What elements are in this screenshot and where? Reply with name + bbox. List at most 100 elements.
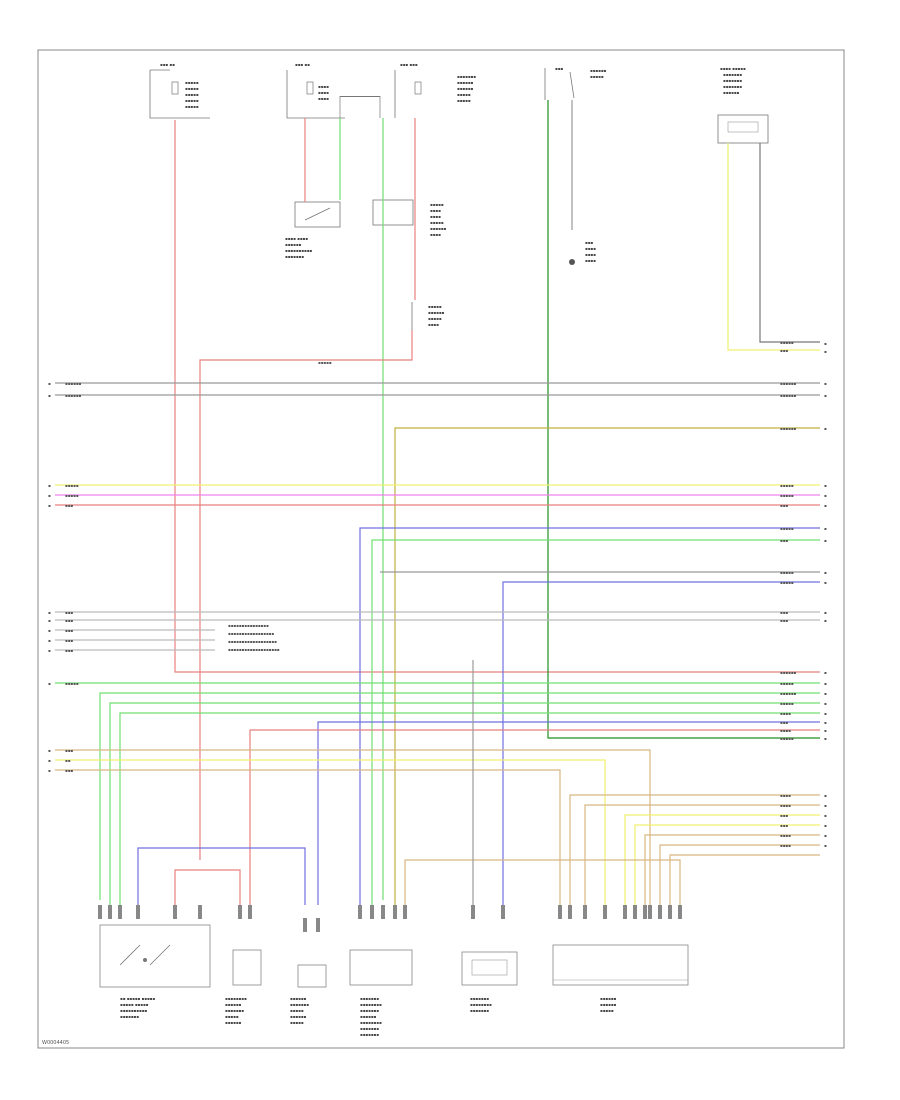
svg-text:▪▪▪▪▪▪▪▪: ▪▪▪▪▪▪▪▪ [360, 1002, 382, 1007]
switch-icon: ▪▪▪▪ ▪▪▪▪ ▪▪▪▪▪▪ ▪▪▪▪▪▪▪▪▪▪ ▪▪▪▪▪▪▪ [285, 201, 341, 259]
svg-text:▪: ▪ [48, 681, 51, 686]
svg-text:▪: ▪ [824, 813, 827, 818]
svg-text:▪▪▪▪▪: ▪▪▪▪▪ [290, 1020, 304, 1025]
svg-text:▪▪▪▪▪: ▪▪▪▪▪ [780, 493, 794, 498]
svg-text:▪▪▪▪▪▪▪▪: ▪▪▪▪▪▪▪▪ [360, 1020, 382, 1025]
svg-text:▪▪▪▪▪: ▪▪▪▪▪ [185, 92, 199, 97]
meter-icon: ▪▪▪▪ ▪▪▪▪▪ ▪▪▪▪▪▪▪ ▪▪▪▪▪▪▪ ▪▪▪▪▪▪▪ ▪▪▪▪▪… [717, 66, 769, 144]
svg-text:▪▪▪▪▪▪: ▪▪▪▪▪▪ [590, 68, 607, 73]
relay-icon: ▪▪▪▪▪ ▪▪▪▪ ▪▪▪▪ ▪▪▪▪▪ ▪▪▪▪▪▪ ▪▪▪▪ [372, 199, 447, 237]
svg-text:▪▪▪▪▪: ▪▪▪▪▪ [65, 681, 79, 686]
svg-text:▪: ▪ [48, 768, 51, 773]
svg-text:▪▪▪▪▪: ▪▪▪▪▪ [780, 483, 794, 488]
svg-text:▪▪▪▪▪▪: ▪▪▪▪▪▪ [290, 996, 307, 1001]
svg-text:▪▪▪▪▪: ▪▪▪▪▪ [780, 340, 794, 345]
diagram-code: W0004405 [42, 1040, 70, 1046]
svg-text:▪▪▪▪▪▪: ▪▪▪▪▪▪ [430, 226, 447, 231]
svg-text:▪▪▪▪: ▪▪▪▪ [585, 258, 596, 263]
svg-text:▪▪▪▪▪▪▪▪: ▪▪▪▪▪▪▪▪ [470, 1002, 492, 1007]
svg-text:▪▪▪: ▪▪▪ [780, 538, 788, 543]
svg-text:▪: ▪ [48, 381, 51, 386]
svg-text:▪▪▪▪▪: ▪▪▪▪▪ [185, 98, 199, 103]
diagram-frame [37, 49, 845, 1049]
svg-text:▪▪▪: ▪▪▪ [65, 610, 73, 615]
wire-set [174, 100, 820, 900]
svg-text:▪: ▪ [824, 526, 827, 531]
svg-text:▪▪▪▪▪: ▪▪▪▪▪ [65, 483, 79, 488]
svg-text:▪▪▪: ▪▪▪ [585, 240, 593, 245]
svg-text:▪▪▪▪▪▪▪▪▪▪▪▪▪▪▪: ▪▪▪▪▪▪▪▪▪▪▪▪▪▪▪ [228, 623, 269, 628]
svg-text:▪▪▪▪: ▪▪▪▪ [780, 843, 791, 848]
svg-text:▪: ▪ [824, 503, 827, 508]
svg-text:▪: ▪ [48, 493, 51, 498]
svg-text:▪▪▪▪: ▪▪▪▪ [780, 728, 791, 733]
svg-text:▪: ▪ [48, 748, 51, 753]
fuse-box-icon: ▪▪▪ ▪▪▪ ▪▪▪▪▪▪▪ ▪▪▪▪▪▪ ▪▪▪▪▪▪ ▪▪▪▪▪ ▪▪▪▪… [339, 62, 476, 118]
svg-text:▪▪▪▪▪▪: ▪▪▪▪▪▪ [723, 90, 740, 95]
fuse-box-icon: ▪▪▪ ▪▪ ▪▪▪▪▪ ▪▪▪▪▪ ▪▪▪▪▪ ▪▪▪▪▪ ▪▪▪▪▪ [149, 62, 210, 119]
svg-text:▪: ▪ [824, 426, 827, 431]
svg-text:▪▪▪▪▪▪▪: ▪▪▪▪▪▪▪ [285, 254, 304, 259]
svg-text:▪▪▪▪: ▪▪▪▪ [780, 803, 791, 808]
svg-text:▪▪▪▪▪▪▪: ▪▪▪▪▪▪▪ [120, 1014, 139, 1019]
svg-text:▪▪▪: ▪▪▪ [65, 503, 73, 508]
svg-text:▪▪▪▪▪▪: ▪▪▪▪▪▪ [290, 1014, 307, 1019]
svg-text:▪▪▪▪: ▪▪▪▪ [318, 84, 329, 89]
switch-icon: ▪▪▪ ▪▪▪▪▪▪ ▪▪▪▪▪ [544, 66, 607, 100]
svg-text:▪: ▪ [48, 648, 51, 653]
svg-text:▪▪▪ ▪▪: ▪▪▪ ▪▪ [160, 62, 175, 67]
svg-text:▪▪▪▪▪▪▪▪▪▪: ▪▪▪▪▪▪▪▪▪▪ [120, 1008, 147, 1013]
svg-text:▪▪▪▪: ▪▪▪▪ [780, 793, 791, 798]
svg-text:▪▪▪▪: ▪▪▪▪ [585, 246, 596, 251]
svg-text:▪: ▪ [824, 681, 827, 686]
svg-text:▪▪▪▪▪ ▪▪▪▪▪: ▪▪▪▪▪ ▪▪▪▪▪ [120, 1002, 149, 1007]
svg-text:▪▪▪▪: ▪▪▪▪ [430, 208, 441, 213]
svg-text:▪: ▪ [48, 628, 51, 633]
svg-text:▪▪▪▪▪▪: ▪▪▪▪▪▪ [225, 1002, 242, 1007]
svg-text:▪▪▪: ▪▪▪ [780, 503, 788, 508]
sensor-icon: ▪▪▪▪▪▪ ▪▪▪▪▪▪▪ ▪▪▪▪▪ ▪▪▪▪▪▪ ▪▪▪▪▪ [290, 964, 327, 1025]
svg-text:▪: ▪ [48, 610, 51, 615]
svg-text:▪▪▪▪▪▪: ▪▪▪▪▪▪ [65, 381, 82, 386]
switch-icon: ▪▪▪▪▪ ▪▪▪▪▪▪ ▪▪▪▪▪ ▪▪▪▪ [411, 302, 445, 330]
svg-text:▪: ▪ [824, 610, 827, 615]
svg-text:▪▪▪▪▪▪: ▪▪▪▪▪▪ [780, 426, 797, 431]
svg-text:▪: ▪ [824, 580, 827, 585]
svg-text:▪▪▪▪: ▪▪▪▪ [318, 96, 329, 101]
svg-text:▪▪▪▪▪: ▪▪▪▪▪ [318, 360, 332, 365]
svg-text:▪: ▪ [824, 793, 827, 798]
svg-text:▪▪▪▪▪: ▪▪▪▪▪ [185, 86, 199, 91]
svg-text:▪▪▪▪▪▪: ▪▪▪▪▪▪ [780, 691, 797, 696]
svg-text:▪▪▪▪▪: ▪▪▪▪▪ [780, 580, 794, 585]
sensor-icon: ▪▪▪▪▪▪▪ ▪▪▪▪▪▪▪▪ ▪▪▪▪▪▪▪ [461, 951, 518, 1013]
svg-text:▪: ▪ [824, 341, 827, 346]
svg-text:▪▪▪: ▪▪▪ [780, 618, 788, 623]
module-icon: ▪▪▪▪▪▪▪ ▪▪▪▪▪▪▪▪ ▪▪▪▪▪▪▪ ▪▪▪▪▪▪ ▪▪▪▪▪▪▪▪… [349, 949, 413, 1037]
svg-text:▪▪▪▪▪: ▪▪▪▪▪ [185, 104, 199, 109]
switch-icon: ▪▪ ▪▪▪▪▪ ▪▪▪▪▪ ▪▪▪▪▪ ▪▪▪▪▪ ▪▪▪▪▪▪▪▪▪▪ ▪▪… [99, 924, 211, 1019]
svg-text:▪: ▪ [48, 758, 51, 763]
svg-text:▪▪▪▪▪: ▪▪▪▪▪ [290, 1008, 304, 1013]
svg-text:▪▪▪▪▪▪: ▪▪▪▪▪▪ [780, 381, 797, 386]
svg-text:▪▪▪: ▪▪▪ [65, 748, 73, 753]
svg-text:▪▪▪: ▪▪▪ [780, 348, 788, 353]
svg-text:▪▪▪▪: ▪▪▪▪ [428, 322, 439, 327]
svg-text:▪▪▪▪▪▪: ▪▪▪▪▪▪ [600, 1002, 617, 1007]
svg-text:▪: ▪ [824, 711, 827, 716]
indicator-icon: ▪▪▪ ▪▪▪▪ ▪▪▪▪ ▪▪▪▪ [569, 240, 596, 265]
svg-text:▪▪▪▪▪▪▪: ▪▪▪▪▪▪▪ [290, 1002, 309, 1007]
svg-text:▪: ▪ [824, 349, 827, 354]
svg-text:▪▪▪: ▪▪▪ [65, 638, 73, 643]
svg-text:▪▪▪▪▪▪: ▪▪▪▪▪▪ [285, 242, 302, 247]
svg-text:▪: ▪ [824, 720, 827, 725]
svg-text:▪▪▪▪: ▪▪▪▪ [430, 214, 441, 219]
sensor-icon: ▪▪▪▪▪▪▪▪ ▪▪▪▪▪▪ ▪▪▪▪▪▪▪ ▪▪▪▪▪ ▪▪▪▪▪▪ [225, 949, 262, 1025]
svg-text:▪▪▪▪▪▪▪: ▪▪▪▪▪▪▪ [723, 72, 742, 77]
svg-text:▪▪▪: ▪▪▪ [555, 66, 563, 71]
svg-text:▪▪▪▪▪: ▪▪▪▪▪ [185, 80, 199, 85]
svg-text:▪▪▪: ▪▪▪ [780, 823, 788, 828]
svg-text:▪: ▪ [824, 833, 827, 838]
svg-text:▪▪▪▪▪▪▪: ▪▪▪▪▪▪▪ [723, 84, 742, 89]
svg-text:▪▪▪: ▪▪▪ [780, 813, 788, 818]
